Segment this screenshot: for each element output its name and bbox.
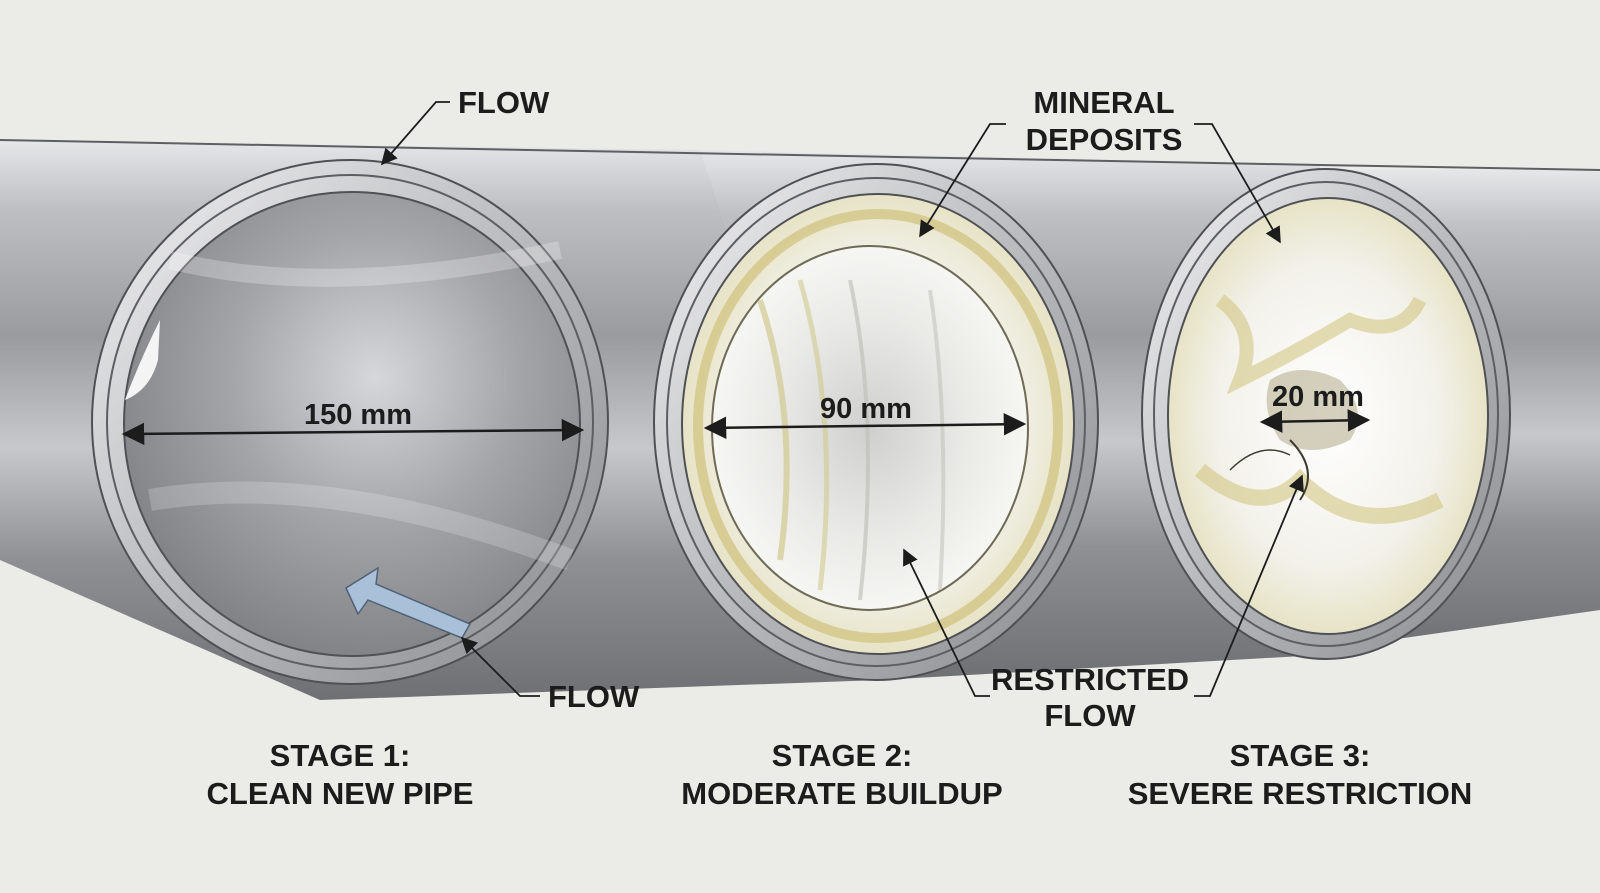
stage-3-diameter: 20 mm [1272,381,1364,413]
flow-direction-arrow [345,566,472,639]
flow-label-top: FLOW [458,85,550,120]
stage-1-title: STAGE 1: [270,738,411,773]
annotation-leaders [380,101,1304,697]
stage-3-dimension-line [1259,409,1371,433]
flow-label-bottom: FLOW [548,679,640,714]
stage-2-dimension-line [703,413,1027,439]
stage-1-subtitle: CLEAN NEW PIPE [207,776,474,811]
stage-2-subtitle: MODERATE BUILDUP [681,776,1002,811]
restricted-flow-label-line2: FLOW [1044,698,1136,733]
stage-2-title: STAGE 2: [772,738,913,773]
stage-3-title: STAGE 3: [1230,738,1371,773]
stage-2-diameter: 90 mm [820,393,912,425]
mineral-deposits-label-line1: MINERAL [1033,85,1174,120]
stage-1-diameter: 150 mm [304,399,412,431]
mineral-deposits-label-line2: DEPOSITS [1026,122,1183,157]
restricted-flow-label-line1: RESTRICTED [991,662,1189,697]
stage-3-subtitle: SEVERE RESTRICTION [1128,776,1473,811]
stage-1-dimension-line [121,418,585,446]
stage-3-pipe-end [1141,168,1511,660]
